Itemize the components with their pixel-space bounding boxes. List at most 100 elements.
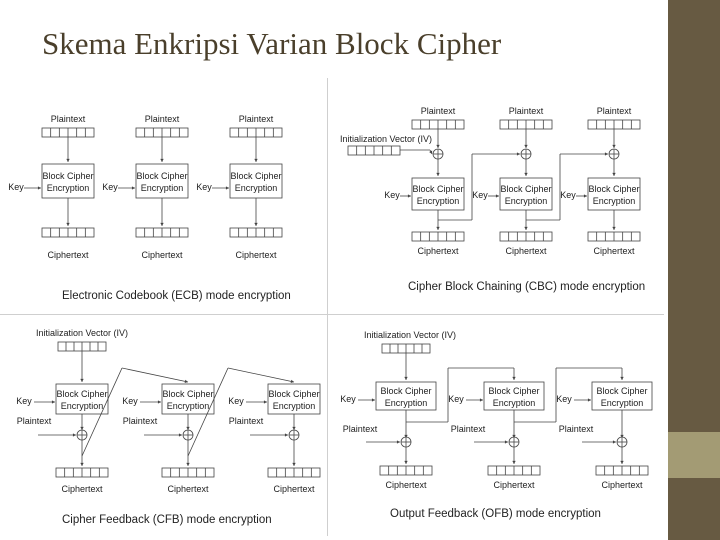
ecb-block-3-ciphertext-label: Ciphertext [235,250,277,260]
ofb-block-3-output-arrow-head [620,434,624,438]
cfb-block-2-ciphertext-label: Ciphertext [167,484,209,494]
cfb-block-3-plaintext-arrow-head [284,433,288,437]
cfb-block-1-cipher-box [55,383,109,415]
cbc-block-2-ciphertext-label: Ciphertext [505,246,547,256]
ofb-block-2-plaintext-label: Plaintext [451,424,486,434]
cbc-block-3-key-label: Key [560,190,576,200]
ecb-block-1-key-arrow-head [37,186,41,190]
cbc-block-1-cipher-box-label-2: Encryption [417,196,460,206]
cbc-block-1-key-arrow-head [407,194,411,198]
ecb-block-2-cipher-box-label-1: Block Cipher [136,171,187,181]
ecb-block-1-cipher-arrow-head [66,222,70,226]
cbc-block-1-cipher-box-label-1: Block Cipher [412,184,463,194]
cfb-block-2-key-arrow-head [157,400,161,404]
ofb-block-1-cipher-box-label-1: Block Cipher [380,386,431,396]
cbc-block-2-key-label: Key [472,190,488,200]
cfb-block-1-cipher-box-label-1: Block Cipher [56,389,107,399]
cbc-block-3-cipher-arrow-head [612,226,616,230]
ofb-iv-label: Initialization Vector (IV) [364,330,456,340]
cfb-block-2-feedback-diag [187,367,229,457]
cfb-block-2-plaintext-arrow-head [178,433,182,437]
ecb-block-2-cipher-box [135,163,189,199]
cbc-block-3-plaintext-arrow-head [612,144,616,148]
cbc-block-2-plaintext-arrow-head [524,144,528,148]
cbc-block-2-chain-arrow-head [604,152,608,156]
cbc-block-2-cipher-box-label-1: Block Cipher [500,184,551,194]
ofb-block-3-plaintext-label: Plaintext [559,424,594,434]
cbc-block-1-key-label: Key [384,190,400,200]
ecb-block-3-cipher-box-label-2: Encryption [235,183,278,193]
ecb-block-1-cipher-box-label-1: Block Cipher [42,171,93,181]
cfb-block-1-feedback-diag [81,367,123,457]
ecb-block-3-cipher-arrow-head [254,222,258,226]
cbc-block-2-xor-arrow-head [524,172,528,176]
ofb-block-3-ciphertext-arrow-head [620,460,624,464]
ofb-block-1-ciphertext-label: Ciphertext [385,480,427,490]
cfb-block-1-feedback-arrow [121,367,189,383]
cbc-block-2-cipher-box-label-2: Encryption [505,196,548,206]
ofb-block-3-key-arrow-head [587,398,591,402]
ofb-iv-arrow-head [404,376,408,380]
cfb-iv-label: Initialization Vector (IV) [36,328,128,338]
cfb-block-1-key-arrow-head [51,400,55,404]
cfb-block-1-key-label: Key [16,396,32,406]
ecb-caption: Electronic Codebook (ECB) mode encryptio… [62,290,291,302]
cfb-block-3-key-arrow-head [263,400,267,404]
cbc-block-3-key-arrow-head [583,194,587,198]
ofb-caption: Output Feedback (OFB) mode encryption [390,508,601,520]
cbc-block-2-plaintext-label: Plaintext [509,106,544,116]
cfb-block-1-ciphertext-label: Ciphertext [61,484,103,494]
ofb-block-3-cipher-box-label-1: Block Cipher [596,386,647,396]
cfb-block-2-cipher-box-label-2: Encryption [167,401,210,411]
ofb-block-3-plaintext-arrow-head [612,440,616,444]
ofb-block-1-key-label: Key [340,394,356,404]
panel-divider-vertical [327,78,328,536]
cfb-block-2-cipher-box-label-1: Block Cipher [162,389,213,399]
cbc-block-1-cipher-box [411,177,465,211]
ecb-block-1-plaintext-arrow-head [66,158,70,162]
cfb-block-2-feedback-arrow [227,367,295,383]
ofb-block-2-ciphertext-arrow-head [512,460,516,464]
cfb-iv-arrow-head [80,378,84,382]
ecb-block-2-key-arrow-head [131,186,135,190]
ofb-block-1-cipher-box-label-2: Encryption [385,398,428,408]
ofb-block-3-key-label: Key [556,394,572,404]
ecb-block-2-key-label: Key [102,182,118,192]
cbc-iv-arrow-head [429,150,433,154]
cbc-block-1-chain-arrow-head [516,152,520,156]
ofb-svg: Initialization Vector (IV) Block CipherEn… [340,330,653,520]
cfb-block-2-key-label: Key [122,396,138,406]
ofb-block-1-key-arrow-head [371,398,375,402]
ecb-block-2-plaintext-arrow-head [160,158,164,162]
cfb-block-1-feedback-arrow-head [184,379,188,384]
ofb-block-1-cipher-box [375,381,437,411]
cbc-block-2-key-arrow-head [495,194,499,198]
cfb-block-3-key-label: Key [228,396,244,406]
cfb-block-1-plaintext-label: Plaintext [17,416,52,426]
ecb-block-2-ciphertext-label: Ciphertext [141,250,183,260]
cbc-block-3-plaintext-label: Plaintext [597,106,632,116]
cfb-block-1-cipher-box-label-2: Encryption [61,401,104,411]
cbc-block-3-cipher-box-label-1: Block Cipher [588,184,639,194]
ecb-block-3-plaintext-arrow-head [254,158,258,162]
ofb-block-3-cipher-box-label-2: Encryption [601,398,644,408]
cbc-block-2-cipher-arrow-head [524,226,528,230]
ecb-block-1-ciphertext-label: Ciphertext [47,250,89,260]
ofb-block-2-ciphertext-label: Ciphertext [493,480,535,490]
cbc-block-1-plaintext-arrow-head [436,144,440,148]
ecb-block-2-cipher-arrow-head [160,222,164,226]
cfb-block-3-ciphertext-arrow-head [292,462,296,466]
cfb-block-1-ciphertext-arrow-head [80,462,84,466]
ofb-block-2-feedback-arrow-head [620,376,624,380]
cfb-block-3-cipher-box [267,383,321,415]
ecb-block-1-key-label: Key [8,182,24,192]
ofb-block-3-cipher-box [591,381,653,411]
ecb-block-2-plaintext-label: Plaintext [145,114,180,124]
cfb-block-1-plaintext-arrow-head [72,433,76,437]
ecb-block-1-cipher-box-label-2: Encryption [47,183,90,193]
ofb-block-2-plaintext-arrow-head [504,440,508,444]
